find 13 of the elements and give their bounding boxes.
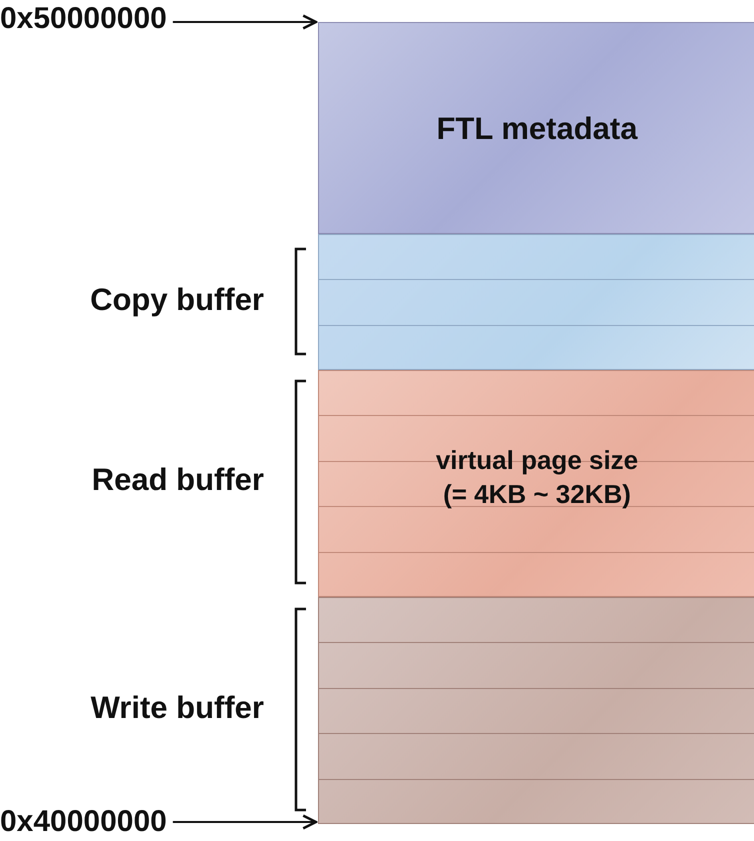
arrow: [172, 14, 318, 30]
memory-region: [318, 234, 754, 370]
address-label: 0x50000000: [0, 2, 167, 36]
region-text: FTL metadata: [436, 110, 639, 148]
address-label: 0x40000000: [0, 805, 167, 839]
memory-region: [318, 597, 754, 824]
memory-region: [318, 22, 754, 234]
region-label: Read buffer: [92, 462, 264, 498]
region-label: Copy buffer: [90, 282, 264, 318]
arrow: [172, 814, 318, 830]
region-label: Write buffer: [90, 690, 264, 726]
region-text: virtual page size (= 4KB ~ 32KB): [434, 444, 640, 511]
memory-region: [318, 370, 754, 597]
